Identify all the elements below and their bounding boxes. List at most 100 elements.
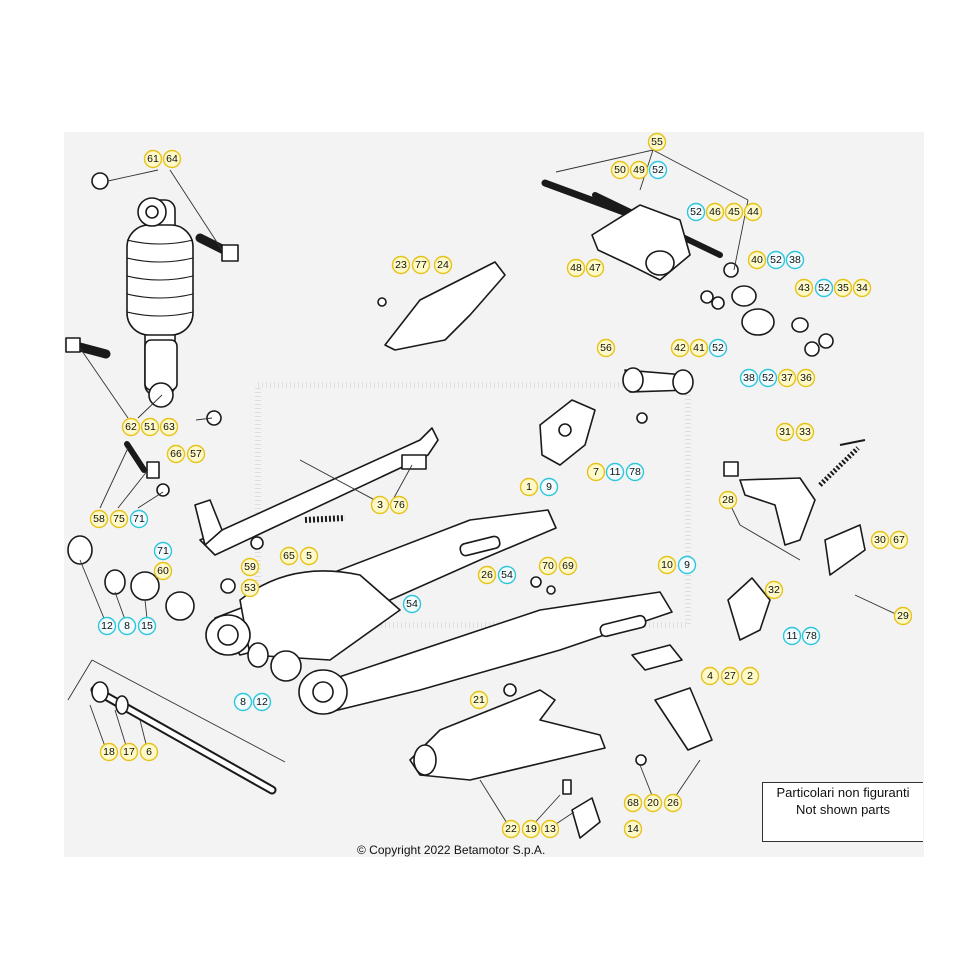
callout-1[interactable]: 1: [519, 477, 539, 497]
callout-17[interactable]: 17: [119, 742, 139, 762]
callout-54a[interactable]: 54: [497, 565, 517, 585]
callout-56[interactable]: 56: [596, 338, 616, 358]
callout-48[interactable]: 48: [566, 258, 586, 278]
callout-78a[interactable]: 78: [625, 462, 645, 482]
callout-67[interactable]: 67: [889, 530, 909, 550]
callout-13[interactable]: 13: [540, 819, 560, 839]
callout-62[interactable]: 62: [121, 417, 141, 437]
callout-14[interactable]: 14: [623, 819, 643, 839]
callout-36[interactable]: 36: [796, 368, 816, 388]
callout-66[interactable]: 66: [166, 444, 186, 464]
callout-45[interactable]: 45: [724, 202, 744, 222]
svg-text:75: 75: [113, 513, 125, 525]
callout-53[interactable]: 53: [240, 578, 260, 598]
callout-75[interactable]: 75: [109, 509, 129, 529]
callout-63[interactable]: 63: [159, 417, 179, 437]
callout-49[interactable]: 49: [629, 160, 649, 180]
callout-61[interactable]: 61: [143, 149, 163, 169]
linkage-assembly: [541, 179, 834, 357]
callout-2[interactable]: 2: [740, 666, 760, 686]
callout-18[interactable]: 18: [99, 742, 119, 762]
callout-52b[interactable]: 52: [686, 202, 706, 222]
callout-8b[interactable]: 8: [233, 692, 253, 712]
callout-65[interactable]: 65: [279, 546, 299, 566]
callout-71[interactable]: 71: [129, 509, 149, 529]
callout-38b[interactable]: 38: [739, 368, 759, 388]
callout-26b[interactable]: 26: [663, 793, 683, 813]
callout-26a[interactable]: 26: [477, 565, 497, 585]
callout-35[interactable]: 35: [833, 278, 853, 298]
callout-42[interactable]: 42: [670, 338, 690, 358]
callout-43[interactable]: 43: [794, 278, 814, 298]
callout-31[interactable]: 31: [775, 422, 795, 442]
callout-68[interactable]: 68: [623, 793, 643, 813]
callout-23[interactable]: 23: [391, 255, 411, 275]
callout-55[interactable]: 55: [647, 132, 667, 152]
callout-71b[interactable]: 71: [153, 541, 173, 561]
callout-9b[interactable]: 9: [677, 555, 697, 575]
callout-47[interactable]: 47: [585, 258, 605, 278]
callout-52a[interactable]: 52: [648, 160, 668, 180]
callout-59[interactable]: 59: [240, 557, 260, 577]
svg-text:76: 76: [393, 499, 405, 511]
callout-19[interactable]: 19: [521, 819, 541, 839]
svg-text:38: 38: [789, 254, 801, 266]
svg-text:24: 24: [437, 259, 449, 271]
callout-4[interactable]: 4: [700, 666, 720, 686]
svg-text:54: 54: [501, 569, 513, 581]
callout-3[interactable]: 3: [370, 495, 390, 515]
callout-11b[interactable]: 11: [782, 626, 802, 646]
callout-37[interactable]: 37: [777, 368, 797, 388]
callout-64[interactable]: 64: [162, 149, 182, 169]
callout-22[interactable]: 22: [501, 819, 521, 839]
callout-52c[interactable]: 52: [766, 250, 786, 270]
callout-52d[interactable]: 52: [814, 278, 834, 298]
callout-15[interactable]: 15: [137, 616, 157, 636]
callout-60[interactable]: 60: [153, 561, 173, 581]
callout-10[interactable]: 10: [657, 555, 677, 575]
callout-33[interactable]: 33: [795, 422, 815, 442]
callout-52e[interactable]: 52: [708, 338, 728, 358]
svg-text:52: 52: [690, 206, 702, 218]
brake-pedal: [723, 439, 866, 576]
svg-text:13: 13: [544, 823, 556, 835]
svg-text:78: 78: [629, 466, 641, 478]
callout-76[interactable]: 76: [389, 495, 409, 515]
svg-text:28: 28: [722, 494, 734, 506]
callout-9a[interactable]: 9: [539, 477, 559, 497]
callout-32[interactable]: 32: [764, 580, 784, 600]
rear-chain-guide: [654, 687, 713, 751]
callout-28[interactable]: 28: [718, 490, 738, 510]
callout-58[interactable]: 58: [89, 509, 109, 529]
callout-51[interactable]: 51: [140, 417, 160, 437]
callout-27[interactable]: 27: [720, 666, 740, 686]
callout-12b[interactable]: 12: [252, 692, 272, 712]
callout-30[interactable]: 30: [870, 530, 890, 550]
callout-50[interactable]: 50: [610, 160, 630, 180]
callout-5[interactable]: 5: [299, 546, 319, 566]
callout-54b[interactable]: 54: [402, 594, 422, 614]
callout-40[interactable]: 40: [747, 250, 767, 270]
callout-7[interactable]: 7: [586, 462, 606, 482]
callout-41[interactable]: 41: [689, 338, 709, 358]
callout-12a[interactable]: 12: [97, 616, 117, 636]
callout-78b[interactable]: 78: [801, 626, 821, 646]
callout-69[interactable]: 69: [558, 556, 578, 576]
callout-52f[interactable]: 52: [758, 368, 778, 388]
callout-44[interactable]: 44: [743, 202, 763, 222]
callout-77[interactable]: 77: [411, 255, 431, 275]
svg-text:20: 20: [647, 797, 659, 809]
callout-29[interactable]: 29: [893, 606, 913, 626]
svg-text:43: 43: [798, 282, 810, 294]
callout-11a[interactable]: 11: [605, 462, 625, 482]
callout-38a[interactable]: 38: [785, 250, 805, 270]
callout-34[interactable]: 34: [852, 278, 872, 298]
callout-57[interactable]: 57: [186, 444, 206, 464]
callout-21[interactable]: 21: [469, 690, 489, 710]
callout-24[interactable]: 24: [433, 255, 453, 275]
callout-46[interactable]: 46: [705, 202, 725, 222]
callout-8a[interactable]: 8: [117, 616, 137, 636]
callout-20[interactable]: 20: [643, 793, 663, 813]
callout-6[interactable]: 6: [139, 742, 159, 762]
callout-70[interactable]: 70: [538, 556, 558, 576]
